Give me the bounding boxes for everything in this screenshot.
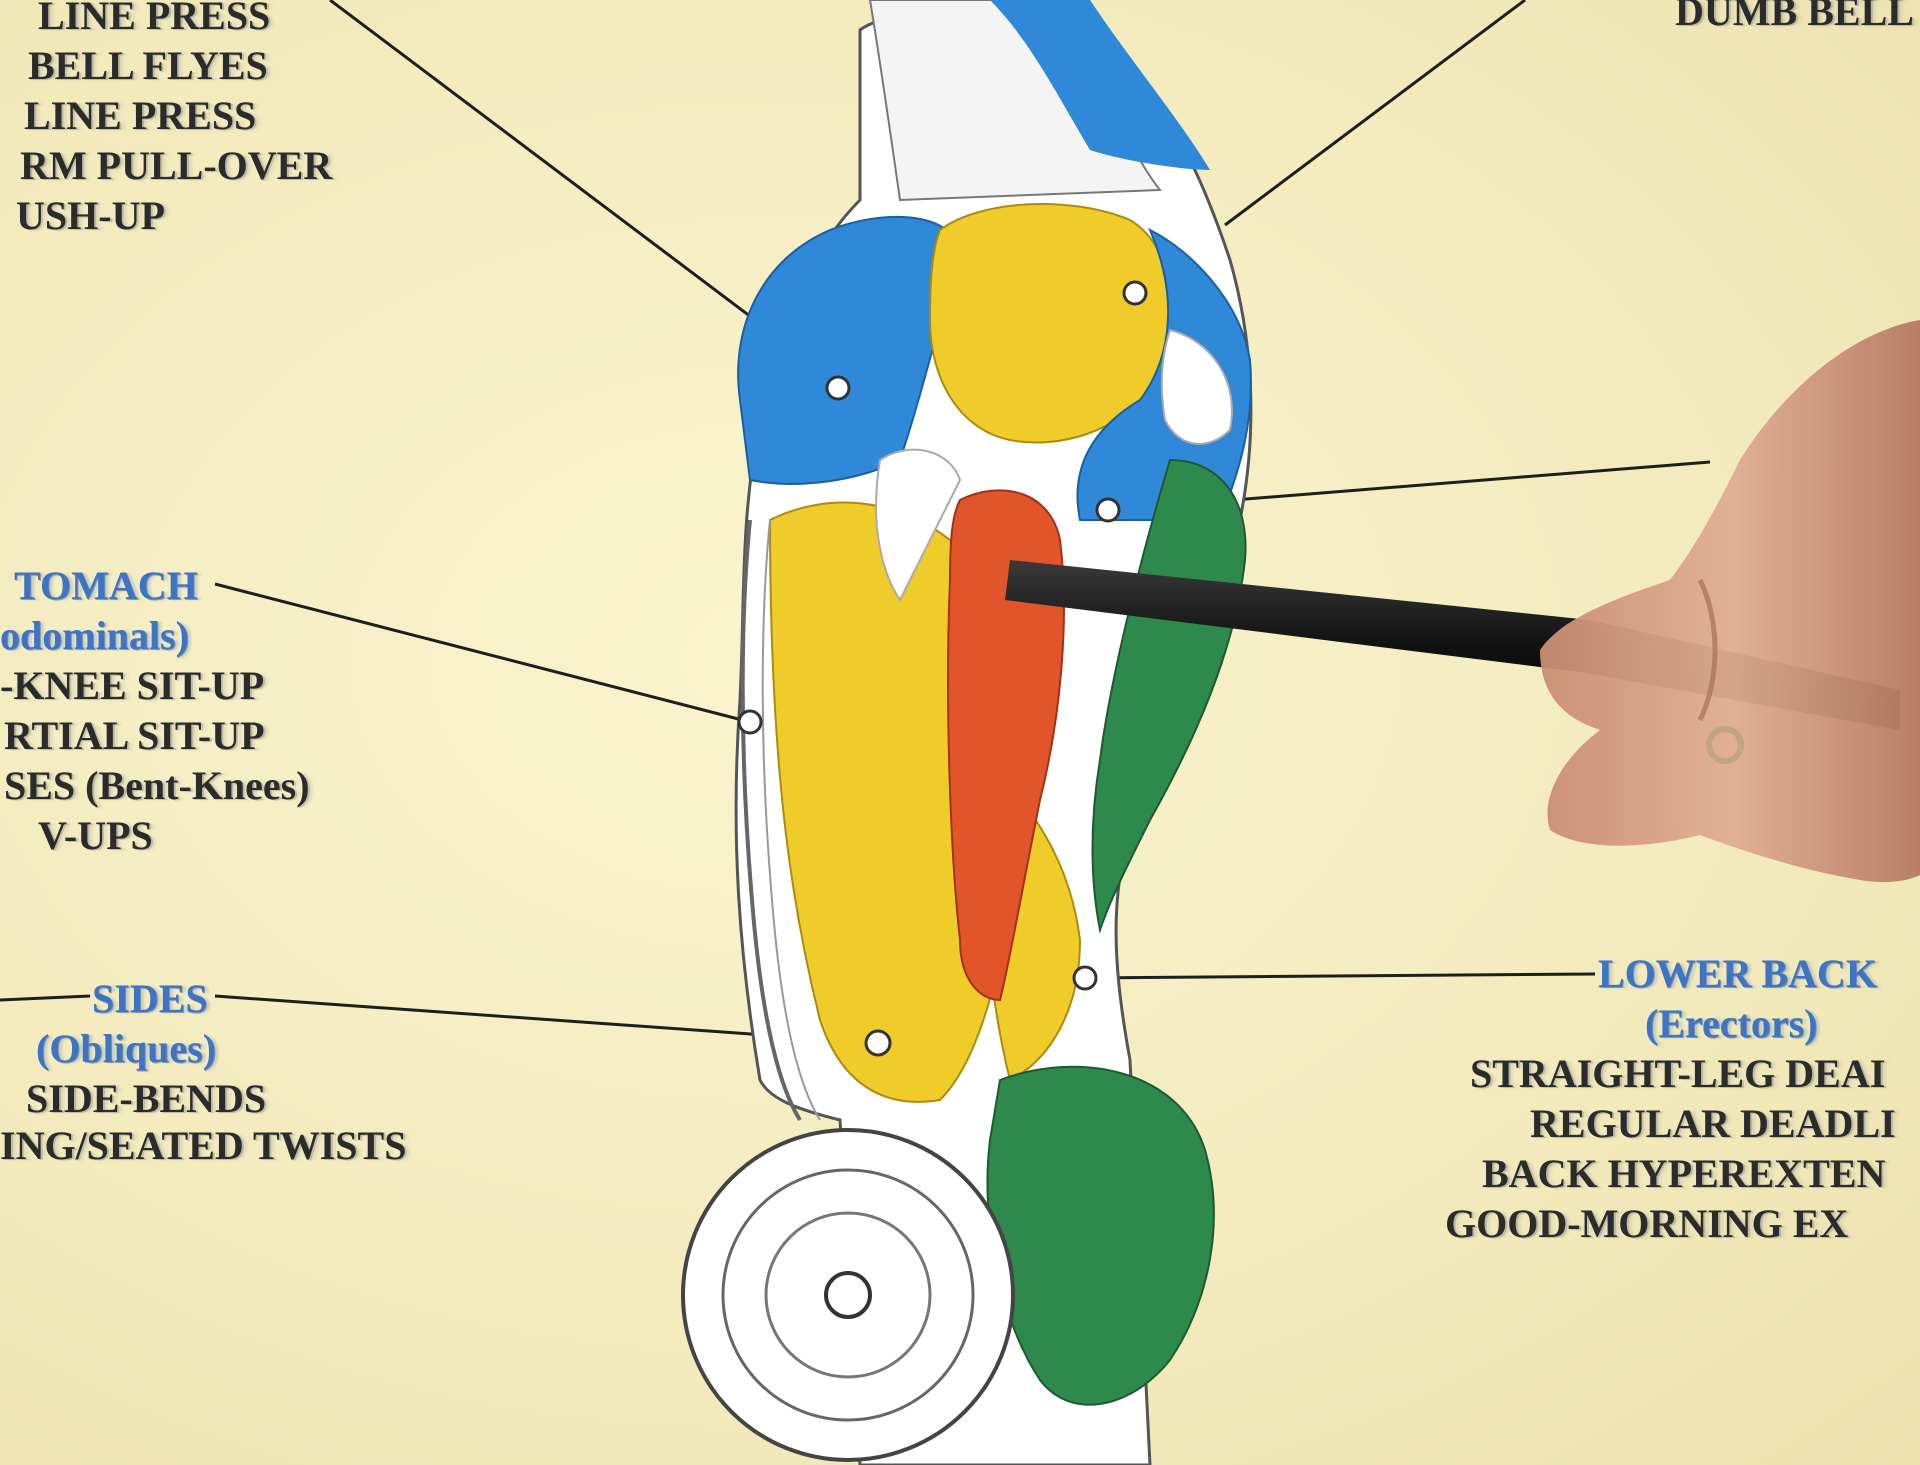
knuckle-shadow bbox=[1697, 578, 1718, 722]
chest-exercise-3: LINE PRESS bbox=[24, 93, 257, 138]
trapezius bbox=[990, 0, 1210, 170]
marker-dots bbox=[737, 280, 1148, 1057]
plate-inner bbox=[764, 1211, 932, 1379]
leader-line-chest bbox=[329, 0, 776, 337]
leader-line-sides bbox=[0, 994, 91, 1002]
chest-exercise-5: USH-UP bbox=[16, 193, 165, 238]
dumbbell-plate bbox=[681, 1128, 1015, 1462]
marker-dot-stomach bbox=[737, 709, 763, 735]
sides-exercise-2: ING/SEATED TWISTS bbox=[0, 1123, 407, 1168]
marker-dot-sides bbox=[864, 1029, 892, 1057]
lower-back-exercise-2: REGULAR DEADLI bbox=[1530, 1101, 1896, 1146]
stomach-exercise-2: RTIAL SIT-UP bbox=[4, 713, 265, 758]
leader-line-lower-back bbox=[1084, 972, 1596, 980]
chest-exercise-4: RM PULL-OVER bbox=[20, 143, 333, 188]
abdominals-orange bbox=[947, 489, 1065, 1002]
sides-subheading: (Obliques) bbox=[36, 1026, 217, 1071]
stomach-heading: TOMACH bbox=[14, 563, 198, 608]
arm-white bbox=[1160, 328, 1233, 445]
hand bbox=[1540, 320, 1920, 883]
sides-exercise-1: SIDE-BENDS bbox=[26, 1076, 267, 1121]
lower-back-exercise-3: BACK HYPEREXTEN bbox=[1482, 1151, 1886, 1196]
lower-back-exercise-4: GOOD-MORNING EX bbox=[1445, 1201, 1849, 1246]
spine-edge bbox=[740, 519, 802, 1122]
lower-back-subheading: (Erectors) bbox=[1645, 1001, 1818, 1046]
presenter-hand bbox=[1005, 320, 1920, 883]
stomach-exercise-4: V-UPS bbox=[38, 813, 153, 858]
lower-back-heading: LOWER BACK bbox=[1598, 951, 1877, 996]
stomach-exercise-1: -KNEE SIT-UP bbox=[0, 663, 265, 708]
leader-line-stomach bbox=[214, 582, 751, 724]
torso-figure bbox=[734, 0, 1253, 1465]
plate-hub bbox=[824, 1271, 872, 1319]
stomach-subheading: odominals) bbox=[0, 613, 189, 658]
marker-dot-shoulder bbox=[1122, 280, 1148, 306]
chest-exercise-2: BELL FLYES bbox=[28, 43, 268, 88]
top-right-exercise: DUMB BELL bbox=[1675, 0, 1914, 34]
lower-back-exercise-1: STRAIGHT-LEG DEAI bbox=[1470, 1051, 1886, 1096]
spine-edge-inner bbox=[761, 519, 821, 1121]
marker-dot-lower-back bbox=[1072, 965, 1098, 991]
sides-heading: SIDES bbox=[92, 976, 208, 1021]
marker-dot-lats bbox=[1095, 497, 1121, 523]
ring bbox=[1706, 726, 1744, 764]
plate-ring bbox=[721, 1168, 975, 1422]
latissimus-green bbox=[1091, 458, 1247, 934]
marker-dot-chest bbox=[825, 375, 851, 401]
stomach-exercise-3: SES (Bent-Knees) bbox=[4, 763, 310, 808]
rib-highlight bbox=[875, 448, 962, 602]
chest-exercise-1: LINE PRESS bbox=[38, 0, 271, 38]
leader-line-shoulder bbox=[1224, 0, 1526, 227]
